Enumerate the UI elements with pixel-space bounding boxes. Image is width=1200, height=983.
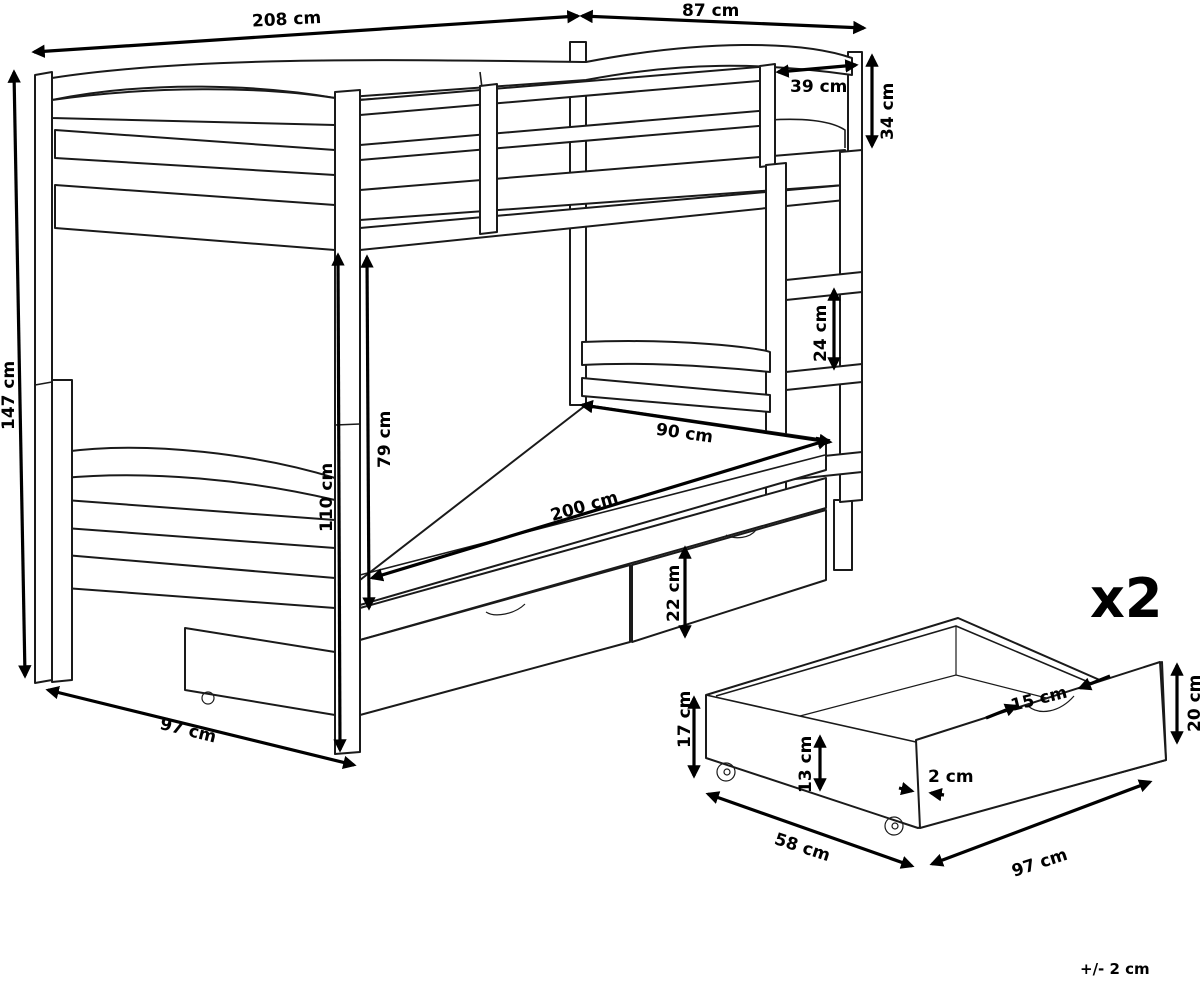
label-top-rail-gap: 39 cm [790,77,847,97]
bed-dimension-lines [7,9,879,769]
label-footprint-width: 97 cm [158,714,219,747]
label-drawer-front-thickness: 2 cm [928,767,974,787]
label-drawer-width: 97 cm [1009,845,1070,882]
label-lower-bunk-height: 110 cm [317,463,337,532]
drawer-dimension-labels: x2 17 cm 13 cm 20 cm 15 cm 2 cm 58 cm 97… [675,567,1200,882]
label-top-rail-height: 34 cm [878,83,898,140]
label-total-height: 147 cm [0,361,19,430]
label-drawer-front-height: 20 cm [1185,675,1200,732]
label-clearance: 79 cm [375,411,395,468]
drawer-quantity: x2 [1090,567,1162,630]
label-drawer-back-height: 17 cm [675,691,695,748]
tolerance-note: +/- 2 cm [1080,960,1150,978]
drawer-dimension-lines [687,662,1184,869]
label-drawer-space-height: 22 cm [664,565,684,622]
label-length: 208 cm [252,8,322,32]
bunk-bed-illustration [34,41,863,755]
label-drawer-inner-height: 13 cm [796,736,816,793]
label-depth: 87 cm [682,1,739,21]
label-ladder-spacing: 24 cm [811,305,831,362]
